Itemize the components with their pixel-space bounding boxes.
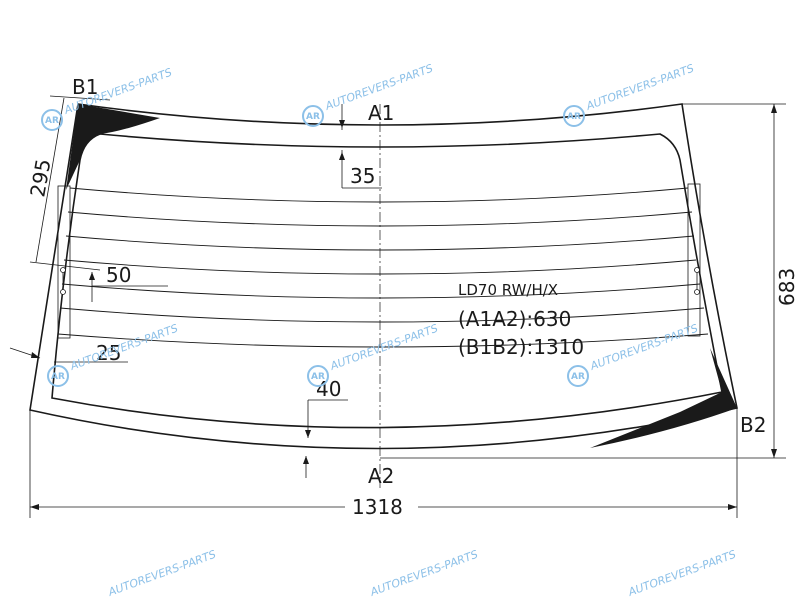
dim-1318-label: 1318 (352, 495, 403, 519)
spec-b1b2: (B1B2):1310 (458, 335, 584, 359)
bus-bar-left (57, 185, 71, 339)
point-a1-label: A1 (368, 101, 394, 125)
svg-text:AUTOREVERS-PARTS: AUTOREVERS-PARTS (368, 548, 480, 599)
watermark: AUTOREVERS-PARTS (106, 548, 218, 599)
svg-text:AR: AR (571, 372, 585, 382)
svg-text:AUTOREVERS-PARTS: AUTOREVERS-PARTS (106, 548, 218, 599)
watermark: AR AUTOREVERS-PARTS (307, 322, 440, 387)
svg-text:AUTOREVERS-PARTS: AUTOREVERS-PARTS (584, 62, 696, 113)
point-b2-label: B2 (740, 413, 766, 437)
dim-1318 (29, 408, 738, 518)
svg-text:AR: AR (567, 112, 581, 122)
dim-25-label: 25 (96, 341, 121, 365)
svg-text:AR: AR (311, 372, 325, 382)
bus-bar-right (687, 183, 701, 337)
glass-outline (29, 103, 738, 450)
dim-295-label: 295 (25, 157, 55, 199)
watermark: AUTOREVERS-PARTS (368, 548, 480, 599)
terminal-left (60, 267, 66, 295)
dim-35-label: 35 (350, 164, 375, 188)
terminal-right (694, 267, 700, 295)
svg-text:AR: AR (306, 112, 320, 122)
watermark: AR AUTOREVERS-PARTS (563, 62, 696, 127)
part-code: LD70 RW/H/X (458, 281, 558, 299)
svg-text:AR: AR (45, 116, 59, 126)
ceramic-band-edge (51, 133, 723, 429)
point-a2-label: A2 (368, 464, 394, 488)
watermark: AR AUTOREVERS-PARTS (47, 322, 180, 387)
watermark: AUTOREVERS-PARTS (626, 548, 738, 599)
spec-a1a2: (A1A2):630 (458, 307, 571, 331)
corner-fill-bottom-right (590, 348, 737, 448)
dim-40 (303, 399, 348, 478)
svg-text:AUTOREVERS-PARTS: AUTOREVERS-PARTS (328, 322, 440, 373)
heating-lines (57, 187, 709, 348)
corner-fill-top-left (66, 104, 160, 190)
dim-25 (9, 347, 128, 363)
svg-text:AUTOREVERS-PARTS: AUTOREVERS-PARTS (588, 322, 700, 373)
dim-683-label: 683 (775, 268, 799, 306)
point-b1-label: B1 (72, 75, 98, 99)
watermark: AR AUTOREVERS-PARTS (567, 322, 700, 387)
dim-50 (89, 272, 168, 302)
svg-text:AR: AR (51, 372, 65, 382)
dim-35 (339, 104, 382, 189)
svg-text:AUTOREVERS-PARTS: AUTOREVERS-PARTS (626, 548, 738, 599)
dim-683 (380, 103, 786, 459)
dim-40-label: 40 (316, 377, 341, 401)
dim-50-label: 50 (106, 263, 131, 287)
svg-text:AUTOREVERS-PARTS: AUTOREVERS-PARTS (68, 322, 180, 373)
